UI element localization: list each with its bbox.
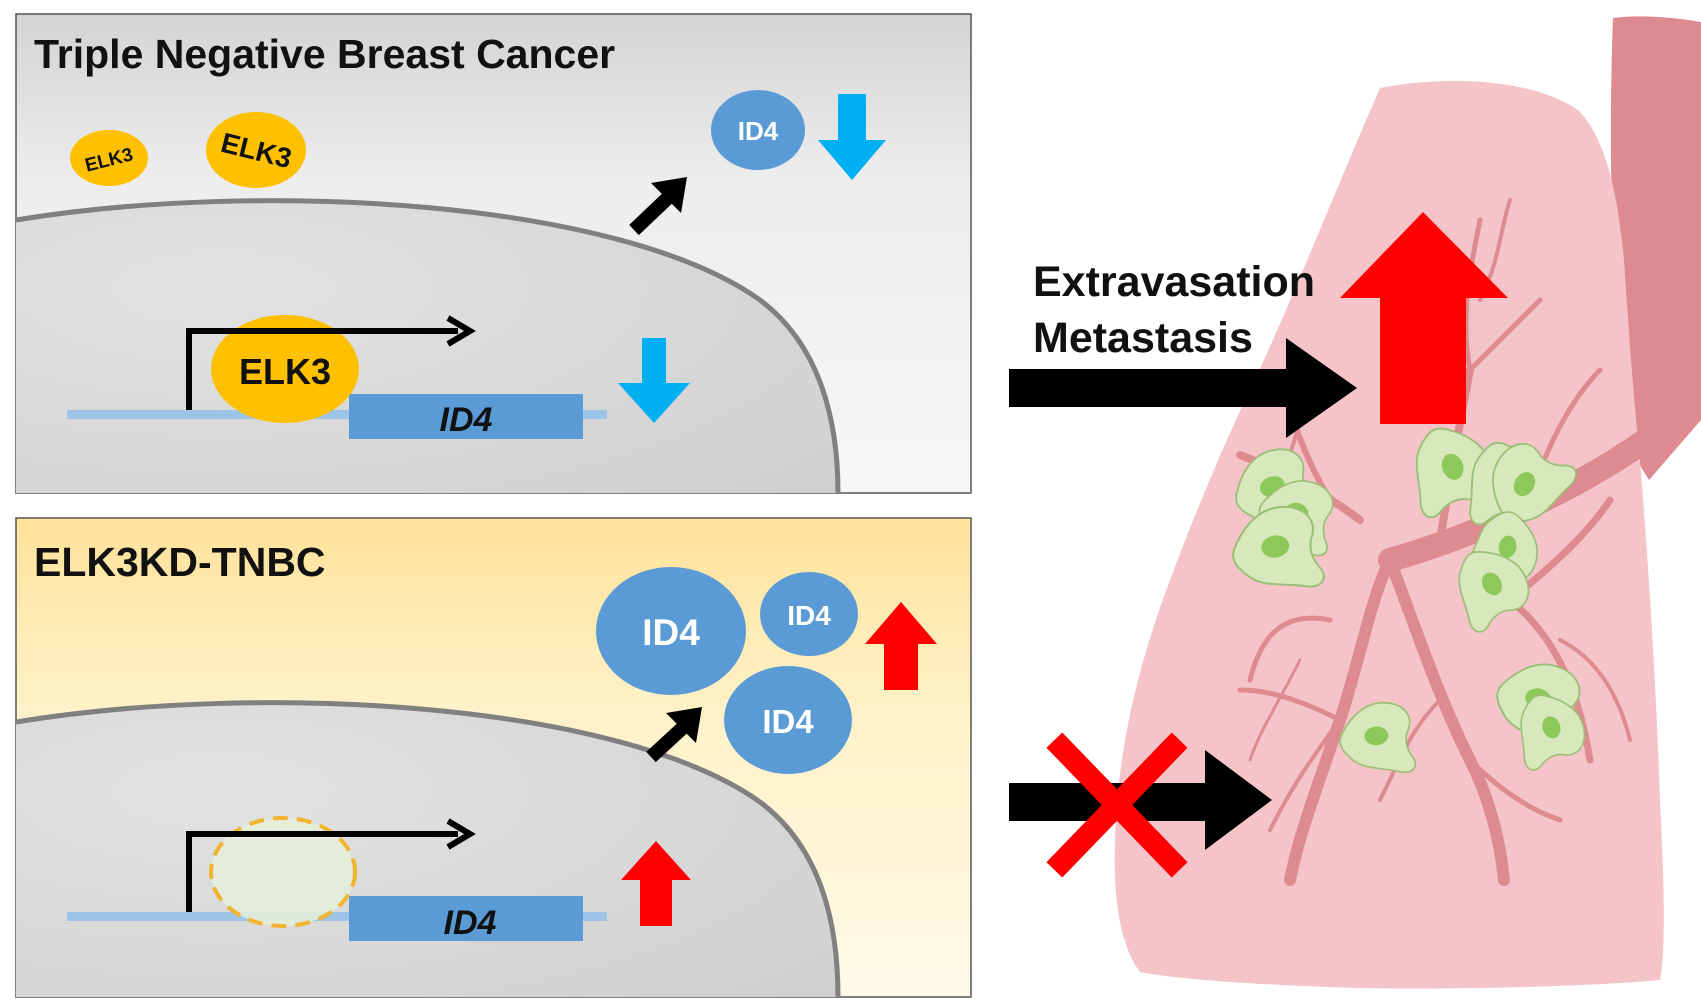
elk3-bound-label: ELK3 xyxy=(239,351,331,392)
panel-tnbc: Triple Negative Breast Cancer ELK3 ELK3 … xyxy=(15,13,972,494)
id4-gene-label-tnbc: ID4 xyxy=(440,401,493,439)
panel-knockdown-title: ELK3KD-TNBC xyxy=(34,539,326,585)
id4-gene-knockdown xyxy=(349,896,583,941)
elk3-bound-promoter xyxy=(211,315,359,423)
svg-text:ID4: ID4 xyxy=(642,612,700,653)
up-arrow-icon xyxy=(1340,212,1508,424)
id4-protein-medium: ID4 xyxy=(724,666,852,774)
dna-strand-tnbc xyxy=(67,410,607,419)
nuclear-membrane-knockdown xyxy=(16,700,841,997)
down-arrow-icon xyxy=(818,94,886,180)
trachea xyxy=(1610,16,1701,481)
nuclear-membrane-tnbc xyxy=(16,198,841,493)
id4-gene-label-knockdown: ID4 xyxy=(444,904,497,942)
outcome-label-metastasis: Metastasis xyxy=(1033,314,1253,362)
outcome-label-extravasation: Extravasation xyxy=(1033,258,1315,306)
transcription-arrow-knockdown xyxy=(186,818,476,912)
panel-tnbc-title: Triple Negative Breast Cancer xyxy=(34,31,615,77)
id4-protein-small: ID4 xyxy=(760,572,858,656)
up-arrow-icon xyxy=(865,602,937,690)
metastasis-pathway-arrow xyxy=(1009,338,1357,438)
nucleus-knockdown xyxy=(16,702,838,997)
id4-gene-tnbc xyxy=(349,394,583,439)
nucleus-tnbc xyxy=(16,200,838,493)
panel-knockdown: ELK3KD-TNBC ID4 ID4 ID4 xyxy=(15,517,972,998)
elk3-knockdown-empty-site xyxy=(209,816,357,928)
output-arrow-knockdown xyxy=(646,707,702,763)
output-arrow-tnbc xyxy=(629,177,687,236)
id4-protein-tnbc: ID4 xyxy=(711,90,805,170)
id4-protein-large: ID4 xyxy=(596,567,746,695)
svg-text:ID4: ID4 xyxy=(787,600,831,631)
transcription-arrow-tnbc xyxy=(186,315,476,410)
up-arrow-icon xyxy=(621,841,691,926)
lung-illustration xyxy=(1114,16,1701,989)
elk3-cytoplasm-small: ELK3 xyxy=(70,130,148,186)
x-mark-icon xyxy=(1046,732,1188,878)
svg-text:ID4: ID4 xyxy=(762,703,814,740)
elk3-cytoplasm-large: ELK3 xyxy=(206,112,306,188)
svg-text:ID4: ID4 xyxy=(738,116,779,146)
down-arrow-icon xyxy=(618,338,690,423)
dna-strand-knockdown xyxy=(67,912,607,921)
